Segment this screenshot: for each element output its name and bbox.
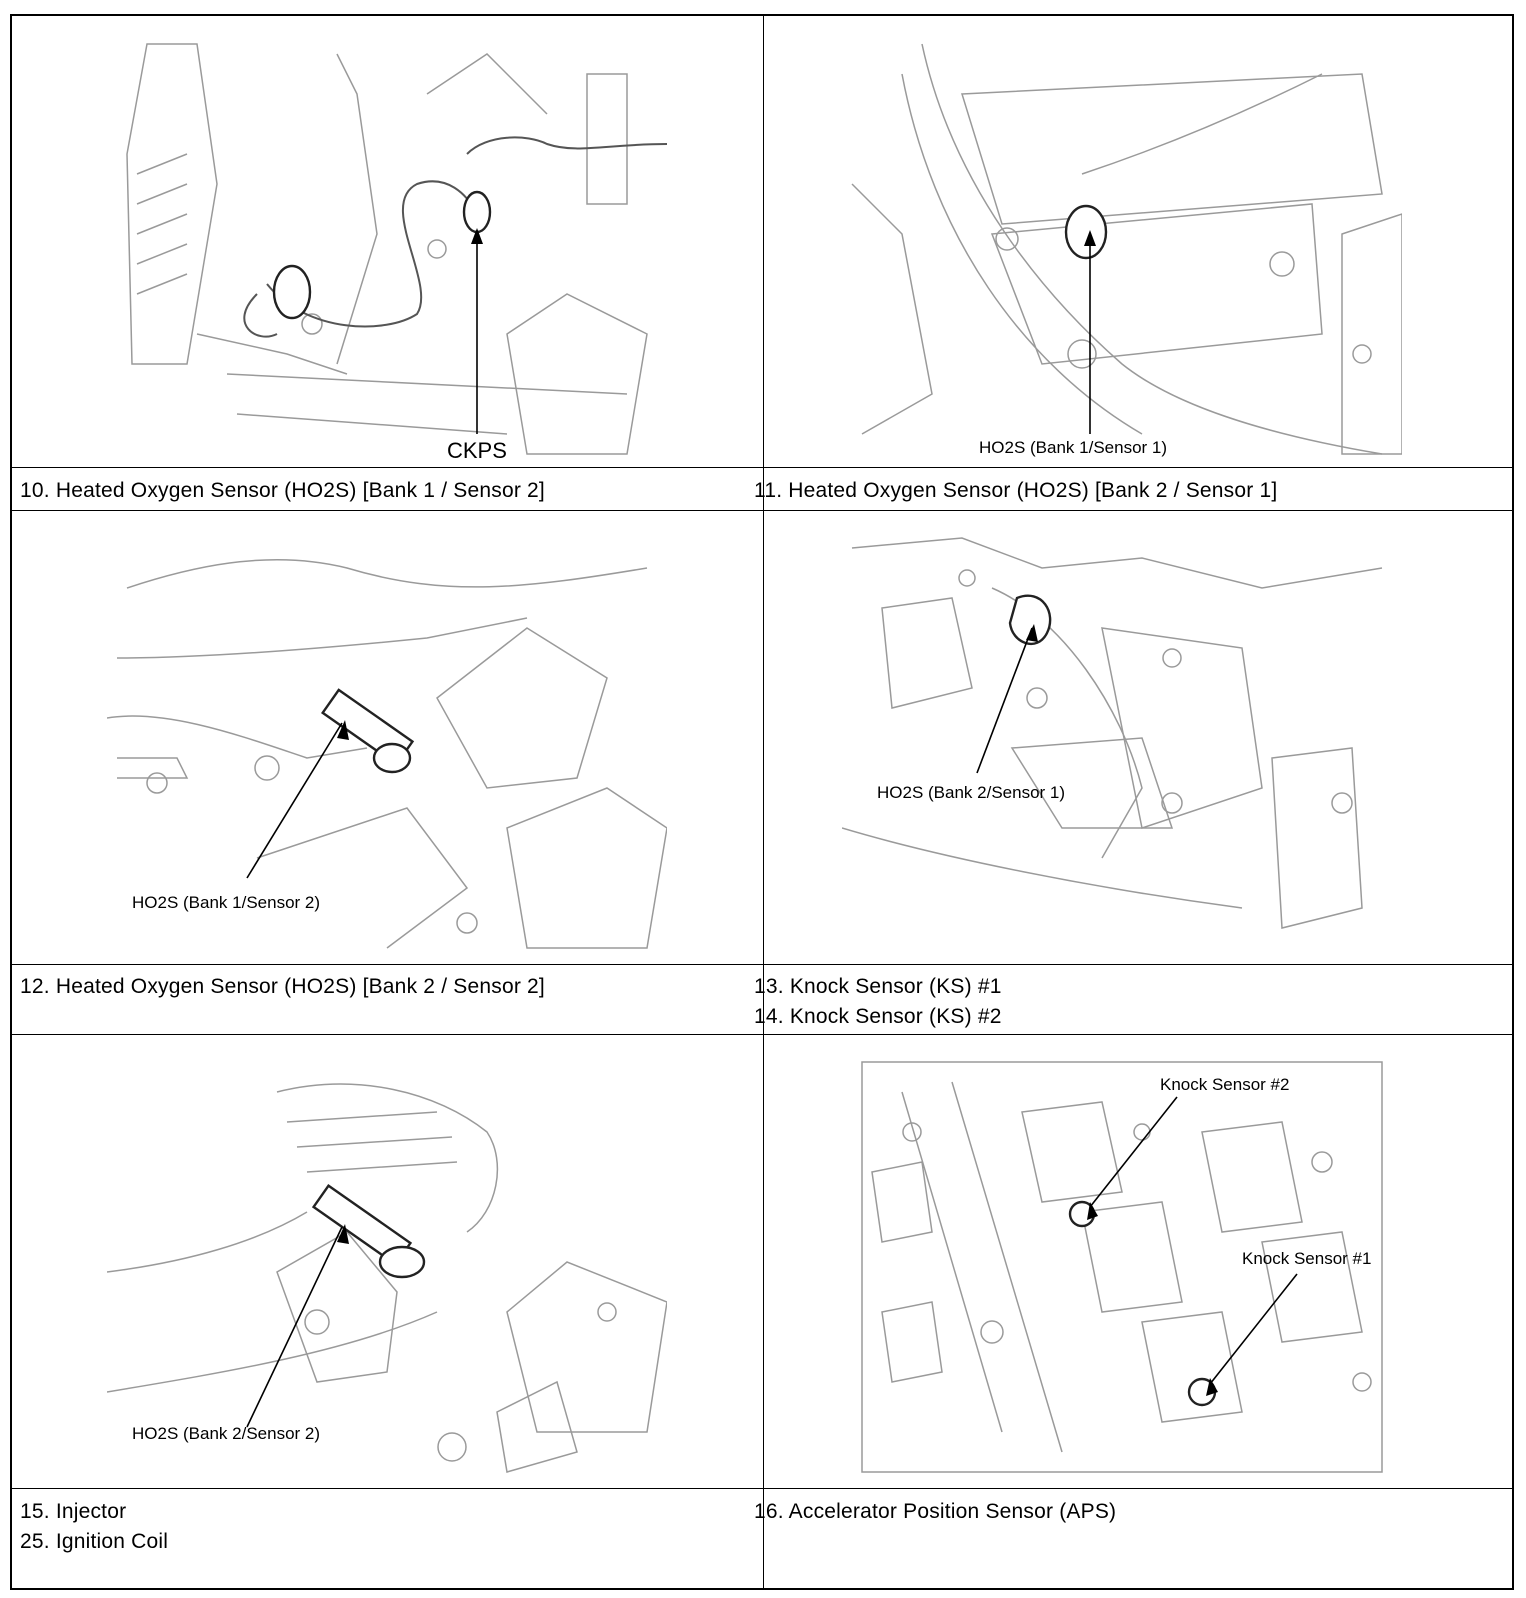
row-divider: [12, 467, 1512, 468]
figure-ho2s-bank2-sensor2-illustration: HO2S (Bank 2/Sensor 2): [107, 1052, 667, 1482]
callout-ho2s-bank2-sensor2: HO2S (Bank 2/Sensor 2): [132, 1424, 320, 1443]
caption-line: 25. Ignition Coil: [20, 1530, 169, 1553]
caption-line: 16. Accelerator Position Sensor (APS): [754, 1500, 1117, 1523]
figure-ho2s-bank1-sensor1-illustration: HO2S (Bank 1/Sensor 1): [842, 34, 1402, 464]
callout-ho2s-bank2-sensor1: HO2S (Bank 2/Sensor 1): [877, 783, 1065, 802]
row-divider: [12, 510, 1512, 511]
caption-line: 10. Heated Oxygen Sensor (HO2S) [Bank 1 …: [20, 479, 545, 502]
row-divider: [12, 1034, 1512, 1035]
callout-ho2s-bank1-sensor1: HO2S (Bank 1/Sensor 1): [979, 438, 1167, 457]
caption-cell-3: 12. Heated Oxygen Sensor (HO2S) [Bank 2 …: [20, 972, 545, 1002]
caption-line: 14. Knock Sensor (KS) #2: [754, 1005, 1002, 1028]
row-divider: [12, 964, 1512, 965]
caption-cell-4: 13. Knock Sensor (KS) #1 14. Knock Senso…: [754, 972, 1002, 1032]
figure-ho2s-bank1-sensor2-illustration: HO2S (Bank 1/Sensor 2): [107, 528, 667, 958]
row-divider: [12, 1488, 1512, 1489]
figure-ho2s-bank2-sensor1-illustration: HO2S (Bank 2/Sensor 1): [842, 528, 1402, 958]
caption-line: 12. Heated Oxygen Sensor (HO2S) [Bank 2 …: [20, 975, 545, 998]
callout-knock-sensor-2: Knock Sensor #2: [1160, 1075, 1289, 1094]
callout-ho2s-bank1-sensor2: HO2S (Bank 1/Sensor 2): [132, 893, 320, 912]
caption-line: 11. Heated Oxygen Sensor (HO2S) [Bank 2 …: [754, 479, 1278, 502]
caption-line: 15. Injector: [20, 1500, 127, 1523]
caption-cell-2: 11. Heated Oxygen Sensor (HO2S) [Bank 2 …: [754, 476, 1277, 506]
caption-cell-5: 15. Injector 25. Ignition Coil: [20, 1497, 168, 1557]
callout-ckps: CKPS: [447, 438, 507, 463]
callout-knock-sensor-1: Knock Sensor #1: [1242, 1249, 1371, 1268]
figure-knock-sensors-illustration: Knock Sensor #2 Knock Sensor #1: [842, 1052, 1402, 1482]
component-location-table: CKPS 10. Heated Oxygen Sensor (HO2S) [Ba…: [10, 14, 1514, 1590]
figure-ckps-illustration: CKPS: [107, 34, 667, 464]
caption-line: 13. Knock Sensor (KS) #1: [754, 975, 1002, 998]
caption-cell-6: 16. Accelerator Position Sensor (APS): [754, 1497, 1116, 1527]
caption-cell-1: 10. Heated Oxygen Sensor (HO2S) [Bank 1 …: [20, 476, 545, 506]
column-divider: [763, 16, 764, 1588]
